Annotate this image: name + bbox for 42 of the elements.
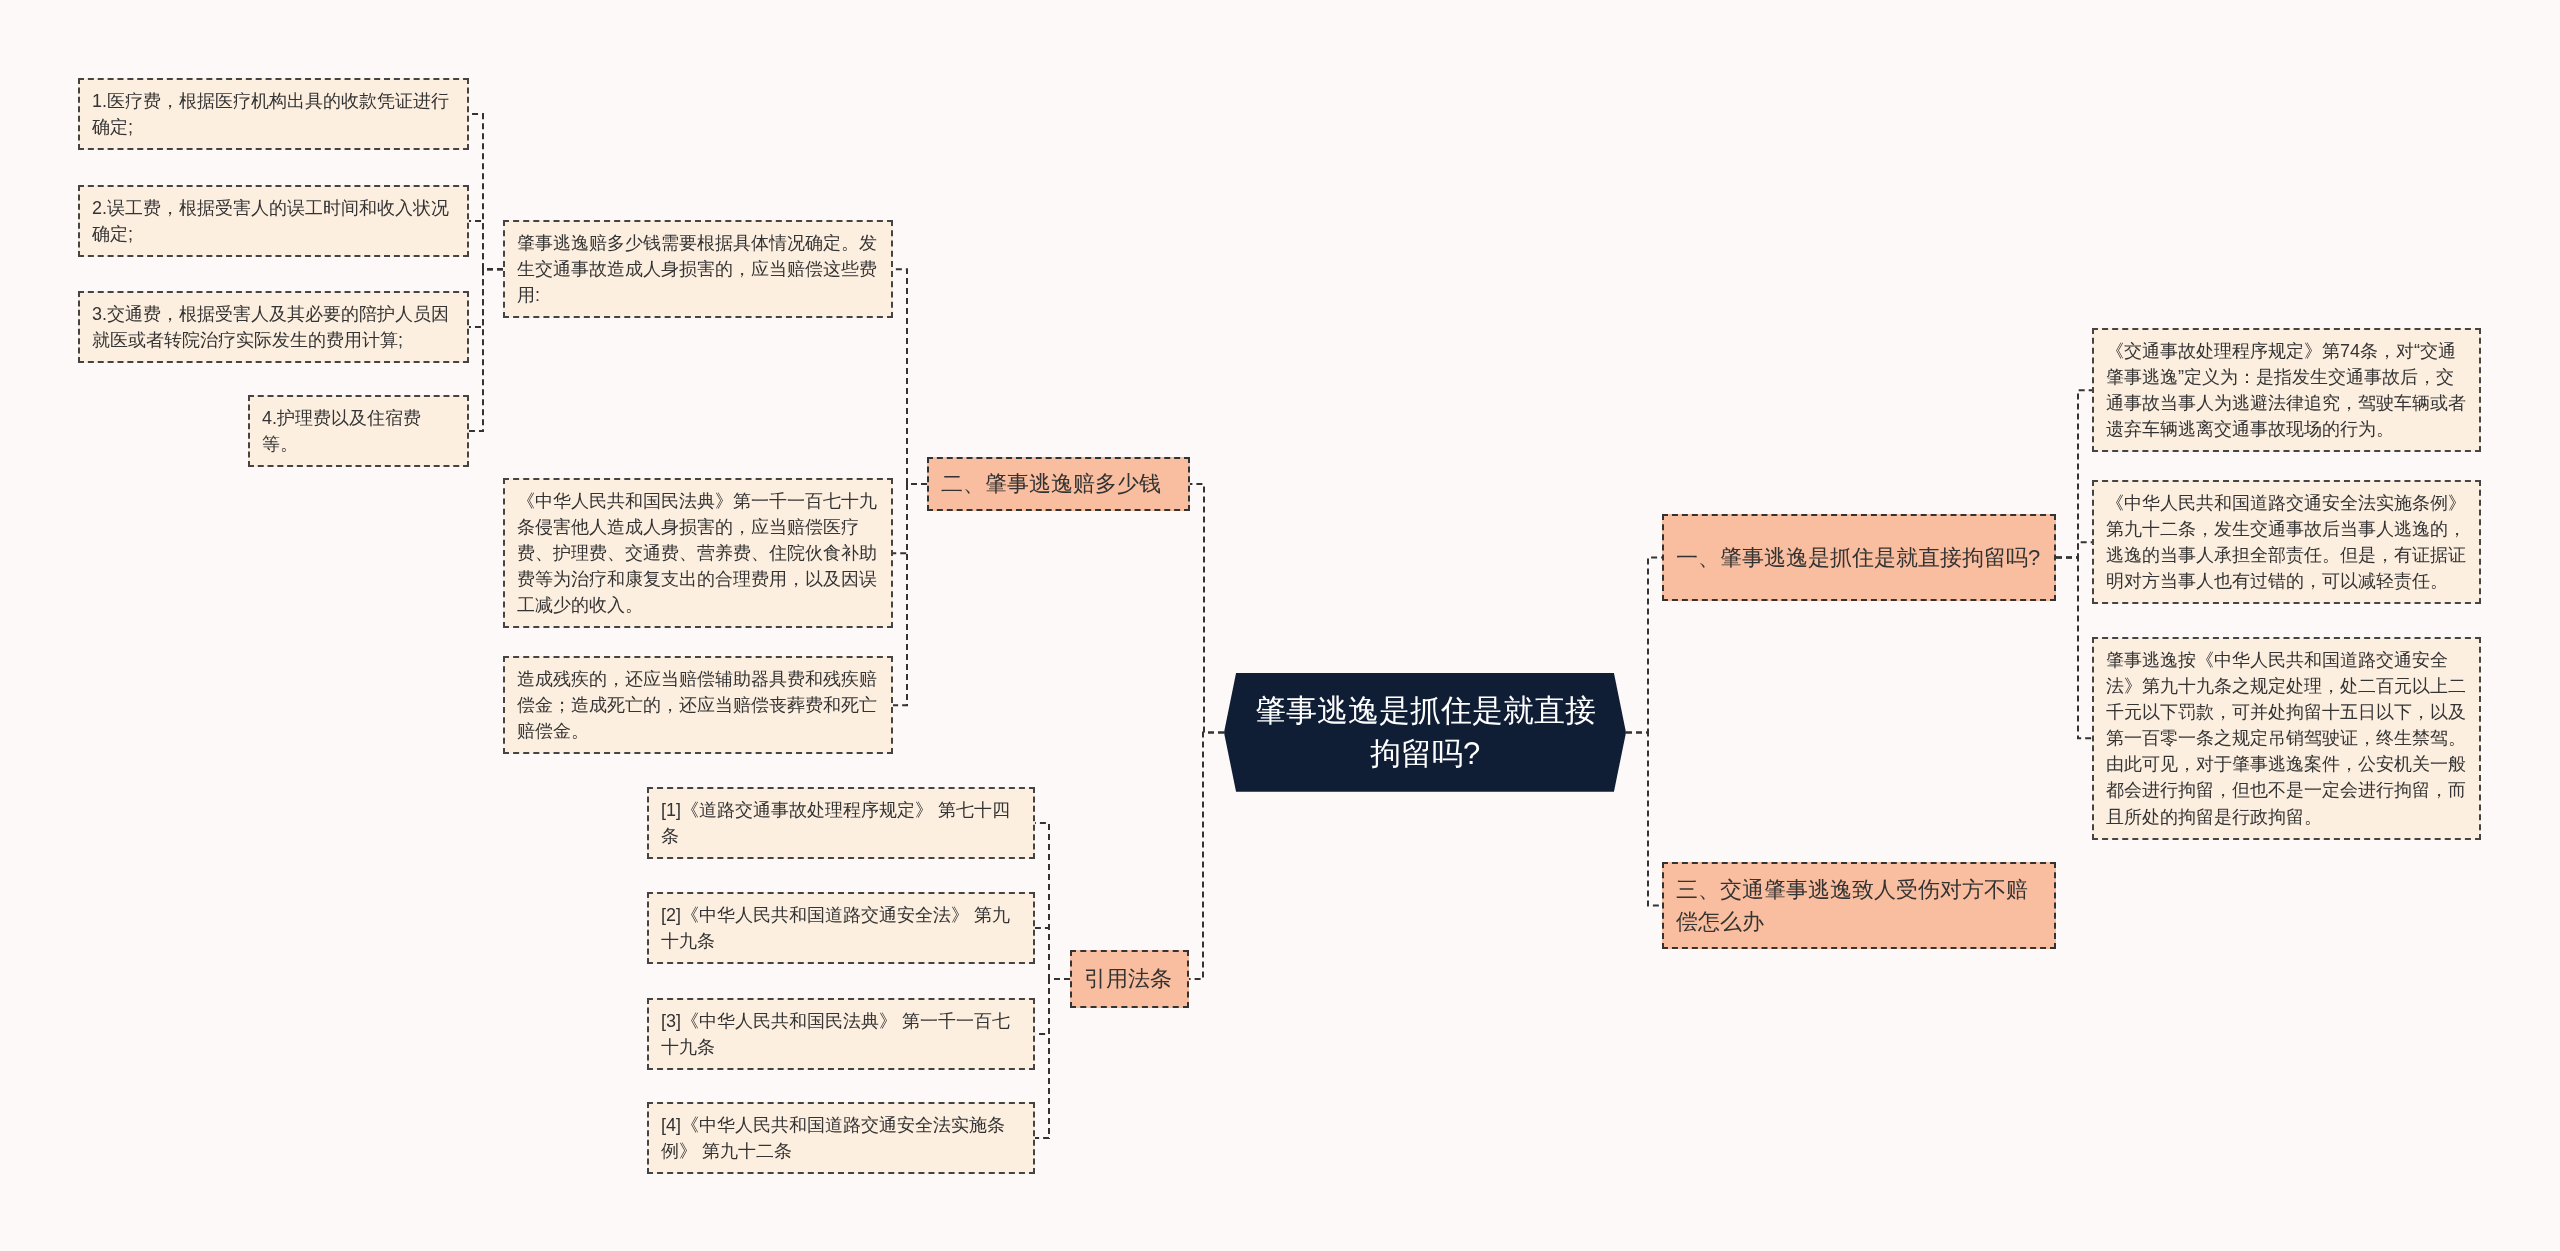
note-box	[647, 998, 1035, 1071]
node-text: 3.交通费，根据受害人及其必要的陪护人员因就医或者转院治疗实际发生的费用计算;	[92, 303, 450, 353]
topic-box	[1662, 514, 2056, 601]
note-box	[647, 1102, 1035, 1175]
topic-box	[1070, 950, 1189, 1008]
note-box	[503, 478, 893, 629]
node-text: [3]《中华人民共和国民法典》 第一千一百七十九条	[661, 1010, 1011, 1060]
connector-line	[468, 268, 504, 433]
node-text: [1]《道路交通事故处理程序规定》 第七十四条	[661, 799, 1011, 849]
node-text: 一、肇事逃逸是抓住是就直接拘留吗?	[1676, 543, 2041, 572]
node-text: 4.护理费以及住宿费等。	[262, 407, 422, 457]
node-text: 《交通事故处理程序规定》第74条，对“交通肇事逃逸”定义为：是指发生交通事故后，交通事故当事人为逃避法律追究，驾驶车辆或者遗弃车辆逃离交通事故现场的行为。	[2106, 340, 2467, 442]
node-text: 2.误工费，根据受害人的误工时间和收入状况确定;	[92, 197, 450, 247]
node-text: 造成残疾的，还应当赔偿辅助器具费和残疾赔偿金；造成死亡的，还应当赔偿丧葬费和死亡赔偿金。	[517, 668, 878, 744]
note-box	[503, 220, 893, 319]
node-text: 《中华人民共和国民法典》第一千一百七十九条侵害他人造成人身损害的，应当赔偿医疗费、护理费、交通费、营养费、住院伙食补助费等为治疗和康复支出的合理费用，以及因误工减少的收入。	[517, 490, 878, 618]
node-text: [4]《中华人民共和国道路交通安全法实施条例》 第九十二条	[661, 1114, 1006, 1164]
connector-line	[892, 483, 928, 707]
note-box	[78, 185, 469, 258]
node-text: 肇事逃逸赔多少钱需要根据具体情况确定。发生交通事故造成人身损害的，应当赔偿这些费用:	[517, 232, 878, 308]
node-text: 三、交通肇事逃逸致人受伤对方不赔偿怎么办	[1676, 875, 2029, 936]
note-box	[248, 395, 469, 468]
node-text: 引用法条	[1084, 965, 1172, 994]
note-box	[647, 787, 1035, 860]
central-topic-hexagon	[1224, 673, 1626, 792]
node-text: 肇事逃逸是抓住是就直接拘留吗?	[1254, 693, 1596, 772]
node-text: 二、肇事逃逸赔多少钱	[941, 470, 1161, 499]
note-box	[647, 892, 1035, 965]
note-box	[2092, 328, 2481, 453]
topic-box	[1662, 862, 2056, 949]
note-box	[503, 656, 893, 755]
connector-line	[1034, 978, 1071, 1140]
note-box	[2092, 480, 2481, 605]
note-box	[2092, 637, 2481, 840]
node-text: 肇事逃逸按《中华人民共和国道路交通安全法》第九十九条之规定处理，处二百元以上二千元以下罚款，可并处拘留十五日以下，以及第一百零一条之规定吊销驾驶证，终生禁驾。由此可见，对于肇事逃逸案件，公安机关一般都会进行拘留，但也不是一定会进行拘留，而且所处的拘留是行政拘留。	[2106, 649, 2467, 829]
node-text: [2]《中华人民共和国道路交通安全法》 第九十九条	[661, 904, 1011, 954]
connector-line	[2055, 556, 2093, 740]
node-text: 1.医疗费，根据医疗机构出具的收款凭证进行确定;	[92, 90, 450, 140]
node-text: 《中华人民共和国道路交通安全法实施条例》第九十二条，发生交通事故后当事人逃逸的，逃逸的当事人承担全部责任。但是，有证据证明对方当事人也有过错的，可以减轻责任。	[2106, 492, 2467, 594]
note-box	[78, 78, 469, 151]
topic-box	[927, 457, 1190, 511]
note-box	[78, 291, 469, 364]
